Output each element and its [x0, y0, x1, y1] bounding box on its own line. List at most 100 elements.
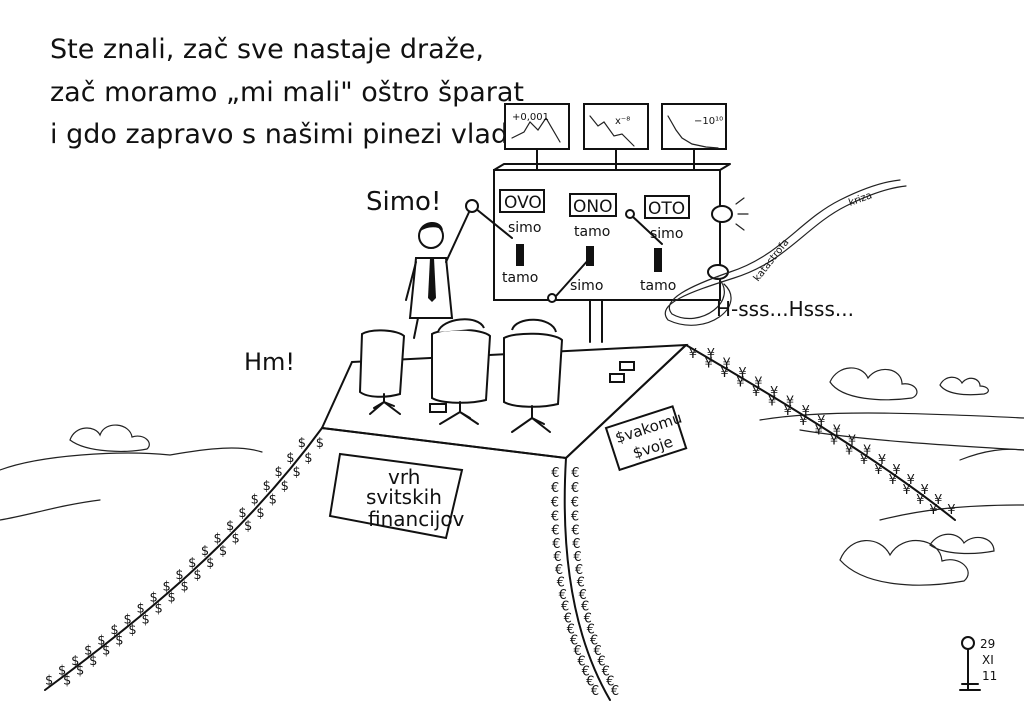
rope-mid-symbol: € — [586, 674, 594, 689]
rope-right-symbol: ¥ — [874, 463, 882, 478]
rope-mid-symbol: € — [553, 550, 561, 565]
rope-left: $$$$$$$$$$$$$$$$$$$$$$$$$$$$$$$$$$$$$$$$… — [45, 436, 324, 688]
switch-ovo-label: OVO — [504, 193, 542, 213]
rope-left-symbol: $ — [71, 654, 79, 669]
rope-mid-symbol: € — [551, 523, 559, 538]
rope-left-symbol: $ — [123, 612, 131, 627]
speech-simo: Simo! — [366, 187, 441, 217]
rope-right-symbol: ¥ — [892, 463, 900, 478]
rope-left-symbol: $ — [168, 591, 176, 606]
rope-left-symbol: $ — [137, 602, 145, 617]
rope-right-symbol: ¥ — [903, 483, 911, 498]
rope-mid-symbol: € — [581, 600, 589, 615]
rope-mid-symbol: € — [564, 611, 572, 626]
rope-left-symbol: $ — [293, 465, 301, 480]
monitor-left: +0,001 — [504, 103, 570, 171]
rope-mid-symbol: € — [571, 523, 579, 538]
rope-right-symbol: ¥ — [689, 347, 697, 362]
rope-right-symbol: ¥ — [916, 493, 924, 508]
rope-left-symbol: $ — [269, 493, 277, 508]
rope-mid-symbol: € — [551, 510, 559, 525]
rope-left-symbol: $ — [89, 654, 97, 669]
warning-light-icon — [711, 197, 749, 231]
summit-sign-line-1: vrh — [388, 465, 420, 489]
rope-mid-symbol: € — [572, 537, 580, 552]
lever-ono[interactable] — [555, 257, 591, 297]
rope-mid-symbol: € — [555, 563, 563, 578]
rope-right-symbol: ¥ — [934, 493, 942, 508]
rope-left-symbol: $ — [214, 532, 222, 547]
rope-left-symbol: $ — [110, 623, 118, 638]
monitor-center-label: x⁻⁸ — [615, 116, 630, 127]
lever-oto[interactable] — [631, 215, 663, 245]
rope-right-symbol: ¥ — [720, 366, 728, 381]
rope-right-symbol: ¥ — [802, 404, 810, 419]
rope-right-symbol: ¥ — [907, 473, 915, 488]
switch-ono-top: tamo — [574, 224, 610, 240]
empty-chair — [358, 329, 406, 415]
caption-line-3: i gdo zapravo s našimi pinezi vlada?.. — [50, 119, 556, 150]
rope-left-symbol: $ — [201, 544, 209, 559]
rope-right-symbol: ¥ — [738, 366, 746, 381]
ribbon-word-1: katastrofa — [752, 237, 792, 284]
rope-mid-symbol: € — [575, 563, 583, 578]
rope-mid-symbol: € — [587, 623, 595, 638]
rope-mid-symbol: € — [551, 495, 559, 510]
rope-left-symbol: $ — [298, 436, 306, 451]
monitor-right-label: −10¹⁰ — [694, 116, 723, 127]
rope-left-symbol: $ — [193, 568, 201, 583]
rope-mid-symbol: € — [561, 600, 569, 615]
caption-line-1: Ste znali, zač sve nastaje draže, — [50, 34, 484, 65]
rope-right-symbol: ¥ — [786, 394, 794, 409]
rope-mid-symbol: € — [606, 674, 614, 689]
rope-right-symbol: ¥ — [860, 453, 868, 468]
rope-left-symbol: $ — [175, 568, 183, 583]
monitors: +0,001 x⁻⁸ −10¹⁰ — [504, 103, 727, 171]
chair-right — [503, 318, 564, 433]
rope-right-symbol: ¥ — [889, 473, 897, 488]
rope-right: ¥¥¥¥¥¥¥¥¥¥¥¥¥¥¥¥¥¥¥¥¥¥¥¥¥¥¥¥¥¥¥¥¥¥ — [689, 347, 956, 518]
rope-right-symbol: ¥ — [815, 424, 823, 439]
rope-left-symbol: $ — [84, 644, 92, 659]
switch-ono[interactable]: ONO tamo simo — [569, 193, 617, 294]
rope-mid-symbol: € — [571, 466, 579, 481]
rope-mid-symbol: € — [567, 623, 575, 638]
rope-left-symbol: $ — [102, 644, 110, 659]
lever-oto-knob[interactable] — [625, 209, 635, 219]
rope-right-symbol: ¥ — [845, 443, 853, 458]
rope-left-symbol: $ — [316, 436, 324, 451]
rope-mid-symbol: € — [590, 634, 598, 649]
rope-right-symbol: ¥ — [723, 357, 731, 372]
rope-mid-symbol: € — [577, 655, 585, 670]
rope-right-symbol: ¥ — [929, 503, 937, 518]
rope-left-symbol: $ — [188, 556, 196, 571]
landscape — [0, 412, 1024, 521]
rope-right-symbol: ¥ — [752, 385, 760, 400]
rope-mid-symbol: € — [557, 576, 565, 591]
money-stacks — [429, 361, 635, 413]
rope-mid-symbol: € — [571, 495, 579, 510]
rope-left-symbol: $ — [275, 465, 283, 480]
rope-right-symbol: ¥ — [768, 394, 776, 409]
summit-sign-line-2: svitskih — [366, 485, 442, 509]
rope-left-symbol: $ — [226, 519, 234, 534]
rope-mid-symbol: € — [559, 588, 567, 603]
rope-left-symbol: $ — [304, 451, 312, 466]
rope-right-symbol: ¥ — [833, 424, 841, 439]
rope-mid-symbol: € — [570, 634, 578, 649]
lever-ono-knob[interactable] — [547, 293, 557, 303]
rope-left-symbol: $ — [256, 506, 264, 521]
switch-ono-label: ONO — [573, 197, 612, 217]
rope-right-symbol: ¥ — [848, 433, 856, 448]
rope-left-symbol: $ — [238, 506, 246, 521]
rope-left-symbol: $ — [155, 602, 163, 617]
rope-right-symbol: ¥ — [784, 404, 792, 419]
rope-mid-symbol: € — [571, 510, 579, 525]
monitor-center: x⁻⁸ — [583, 103, 649, 171]
switch-oto[interactable]: OTO simo tamo — [640, 195, 690, 294]
rope-left-symbol: $ — [232, 532, 240, 547]
rope-mid-symbol: € — [602, 665, 610, 680]
rope-right-symbol: ¥ — [736, 375, 744, 390]
switch-ovo[interactable]: OVO simo tamo — [499, 189, 545, 286]
